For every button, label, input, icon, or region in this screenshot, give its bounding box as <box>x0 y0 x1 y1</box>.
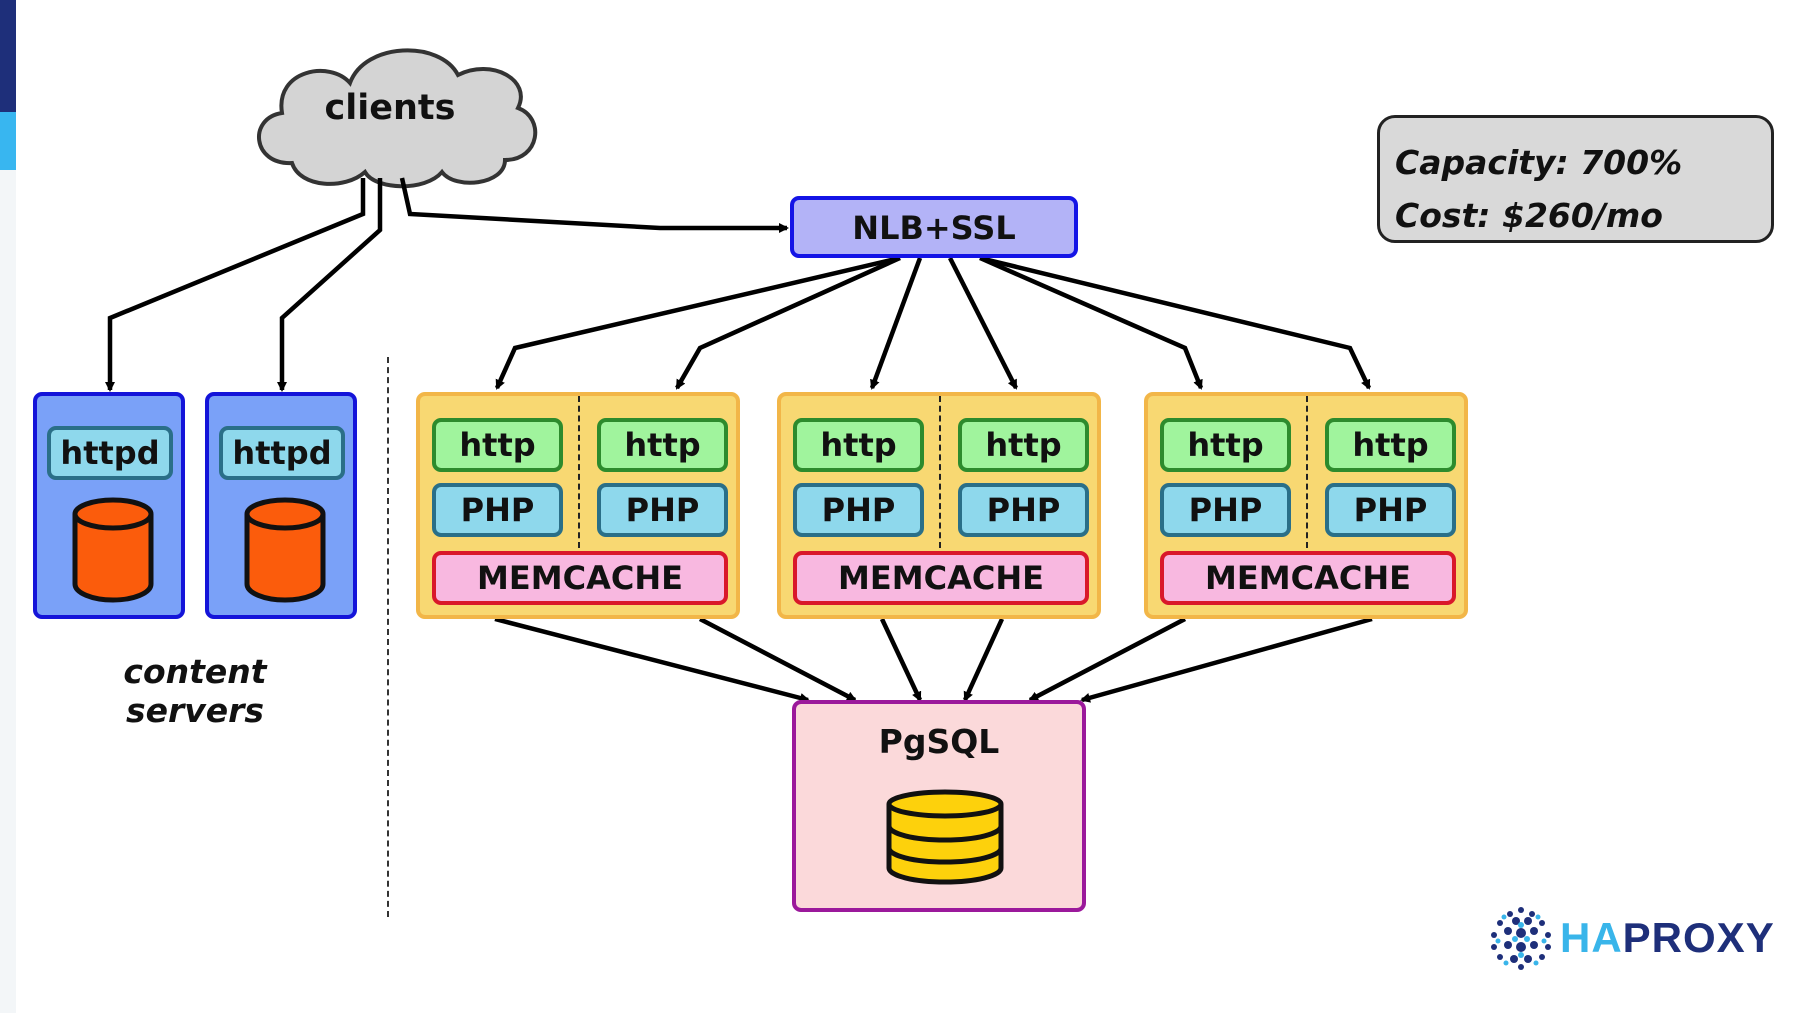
memcache-node: MEMCACHE <box>793 551 1089 605</box>
app-divider <box>939 396 941 548</box>
memcache-node: MEMCACHE <box>1160 551 1456 605</box>
caption-line-1: content <box>123 652 267 691</box>
http-node: http <box>597 418 728 472</box>
http-node: http <box>793 418 924 472</box>
capacity-cost-box: Capacity: 700% Cost: $260/mo <box>1377 115 1774 243</box>
cost-text: Cost: $260/mo <box>1395 196 1663 235</box>
capacity-text: Capacity: 700% <box>1395 143 1683 182</box>
http-node: http <box>1325 418 1456 472</box>
pgsql-node: PgSQL <box>792 700 1086 912</box>
httpd-label-2: httpd <box>219 426 345 480</box>
logo-ha: HA <box>1560 914 1623 961</box>
php-node: PHP <box>597 483 728 537</box>
app-server-3: http http PHP PHP MEMCACHE <box>1144 392 1468 619</box>
app-server-2: http http PHP PHP MEMCACHE <box>777 392 1101 619</box>
disk-icon <box>72 497 154 603</box>
left-accent-light <box>0 112 16 170</box>
logo-proxy: PROXY <box>1622 914 1775 961</box>
clients-cloud-icon <box>257 48 538 189</box>
pgsql-label: PgSQL <box>878 722 1000 761</box>
http-node: http <box>958 418 1089 472</box>
memcache-node: MEMCACHE <box>432 551 728 605</box>
database-icon <box>886 789 1004 885</box>
disk-icon <box>244 497 326 603</box>
left-accent-bar <box>0 0 16 1013</box>
php-node: PHP <box>958 483 1089 537</box>
left-accent-dark <box>0 0 16 112</box>
php-node: PHP <box>1160 483 1291 537</box>
haproxy-logo-icon <box>1491 907 1551 970</box>
content-server-2: httpd <box>205 392 357 619</box>
app-server-1: http http PHP PHP MEMCACHE <box>416 392 740 619</box>
dashed-divider <box>387 357 389 917</box>
app-divider <box>578 396 580 548</box>
haproxy-logo-text: HAPROXY <box>1560 914 1775 962</box>
clients-label: clients <box>324 88 456 128</box>
php-node: PHP <box>793 483 924 537</box>
httpd-label-1: httpd <box>47 426 173 480</box>
nlb-ssl-node: NLB+SSL <box>790 196 1078 258</box>
caption-line-2: servers <box>125 691 265 730</box>
http-node: http <box>432 418 563 472</box>
app-divider <box>1306 396 1308 548</box>
arrows <box>105 177 1373 703</box>
php-node: PHP <box>432 483 563 537</box>
php-node: PHP <box>1325 483 1456 537</box>
content-server-1: httpd <box>33 392 185 619</box>
http-node: http <box>1160 418 1291 472</box>
content-servers-caption: content servers <box>120 652 270 730</box>
